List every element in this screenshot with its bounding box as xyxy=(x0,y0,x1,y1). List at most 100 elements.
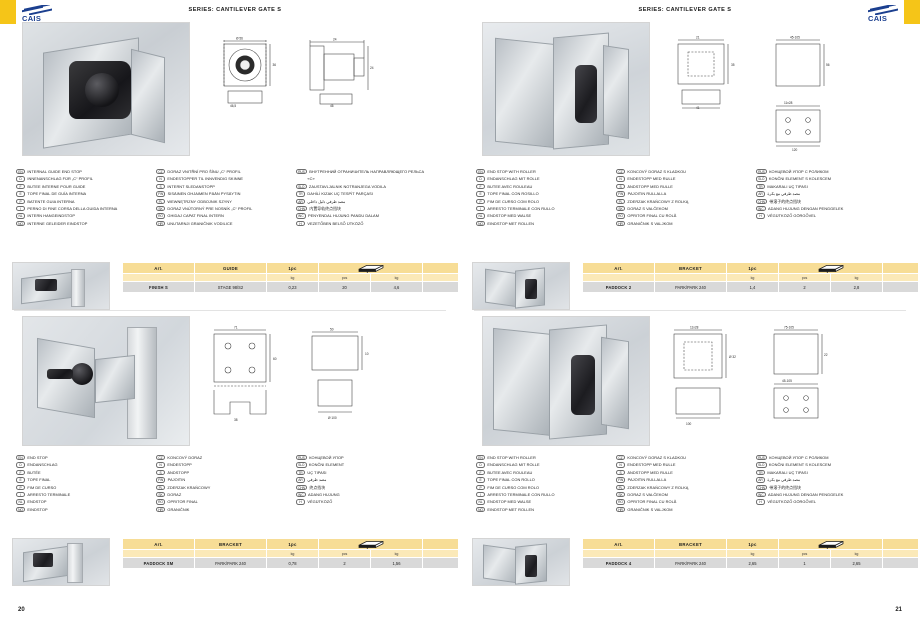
legend-text: «С» xyxy=(307,176,315,182)
legend-text: SISÄINEN OHJAIMEN PÄÄN PYSÄYTIN xyxy=(167,191,241,197)
svg-text:120: 120 xyxy=(792,148,798,152)
legend-text: KONCOVÝ DORAZ xyxy=(167,455,203,460)
page-header-left: CAIS SERIES: CANTILEVER GATE S xyxy=(0,0,460,26)
legend-text: ENDANSCHLAG xyxy=(27,462,58,468)
language-code-badge: D xyxy=(476,462,485,468)
legend-text: INTERNAL GUIDE END STOP xyxy=(27,169,82,174)
page-right: CAIS SERIES: CANTILEVER GATE S xyxy=(460,0,920,623)
legend-text: VÉGÜTKÖZŐ GÖRGŐVEL xyxy=(767,499,817,505)
spec-thumbnail xyxy=(472,538,570,586)
legend-text: DORAZ S VALČEKOM xyxy=(627,205,668,211)
legend-text: EINDSTOP MET ROLLEN xyxy=(487,220,534,226)
spec-value-cell: 20 xyxy=(318,281,371,293)
language-code-badge: PL xyxy=(616,198,625,204)
svg-text:Ø 32: Ø 32 xyxy=(729,355,736,359)
language-code-badge: HR xyxy=(616,220,625,227)
legend-text: ÄNDSTOPP xyxy=(167,469,190,475)
technical-drawing-front: Ø 56 36 46,5 xyxy=(206,36,292,108)
svg-text:60: 60 xyxy=(273,357,277,361)
spec-unit-cell: pcs xyxy=(318,273,371,282)
language-code-badge: SK xyxy=(156,491,165,498)
spec-unit-cell: kg xyxy=(830,273,883,282)
language-code-badge: RUS xyxy=(756,169,767,175)
legend-text: BATENTE GUIA INTERNA xyxy=(27,198,75,204)
language-code-badge: RO xyxy=(616,499,625,505)
legend-text: END STOP xyxy=(27,455,48,460)
spec-unit-cell: kg xyxy=(266,549,319,558)
package-icon xyxy=(818,264,843,273)
legend-text: TOPE FINAL DE GUÍA INTERNA xyxy=(27,191,87,197)
package-icon xyxy=(818,540,843,549)
language-code-badge: SK xyxy=(616,205,625,212)
svg-text:22: 22 xyxy=(824,353,828,357)
svg-text:21: 21 xyxy=(696,35,700,39)
language-code-badge: RUS xyxy=(296,169,307,175)
legend-text: BUTEE INTERNE POUR GUIDE xyxy=(27,183,86,189)
language-code-badge: AR xyxy=(756,191,765,197)
legend-text: ADANG HUJUNG DENGAN PENGGELEK xyxy=(767,205,844,211)
language-code-badge: NO xyxy=(16,220,25,227)
legend-text: ENDESTOPP MED RULLE xyxy=(627,462,676,468)
legend-text: TOPE FINAL CON ROSILLO xyxy=(487,191,539,197)
legend-text: ARRESTO TERMINALE xyxy=(27,491,71,497)
language-code-badge: F xyxy=(16,469,25,476)
svg-text:45-105: 45-105 xyxy=(782,379,792,383)
spec-thumbnail xyxy=(12,538,110,586)
legend-text: DAHİLİ KIZAK UÇ TESPİT PARÇASI xyxy=(307,191,373,197)
spec-header-cell: Art. xyxy=(582,262,655,274)
technical-drawing-plate: 75-105 22 45-105 xyxy=(760,322,844,426)
language-code-badge: F xyxy=(476,469,485,476)
page-header-right: CAIS SERIES: CANTILEVER GATE S xyxy=(460,0,920,26)
language-code-badge: I xyxy=(476,205,485,212)
language-code-badge: INC xyxy=(296,491,306,498)
spec-unit-cell xyxy=(654,273,727,282)
legend-text: مصد طرفي مع بكرة xyxy=(767,191,801,197)
language-code-badge: E xyxy=(16,191,25,197)
spec-value-cell: 1,56 xyxy=(370,557,423,569)
language-code-badge: SLO xyxy=(756,462,767,468)
legend-text: GRANIČNIK S VALJKOM xyxy=(627,506,673,512)
svg-text:46,5: 46,5 xyxy=(230,104,236,108)
svg-text:35: 35 xyxy=(731,63,735,67)
language-code-badge: INC xyxy=(756,205,766,212)
legend-text: ZAUSTAVLJALNIK NOTRANJEGA VODILA xyxy=(308,183,387,189)
legend-text: КОНЦЕВОЙ УПОР С РОЛИКОМ xyxy=(769,169,829,174)
language-code-badge: RO xyxy=(616,213,625,219)
spec-unit-cell xyxy=(882,273,919,282)
language-code-badge: CZ xyxy=(616,169,625,175)
language-code-badge: AR xyxy=(296,198,305,204)
legend-text: INTERNT SLEDANSTOPP xyxy=(167,183,215,189)
legend-text: TOPE FINAL xyxy=(27,477,51,483)
